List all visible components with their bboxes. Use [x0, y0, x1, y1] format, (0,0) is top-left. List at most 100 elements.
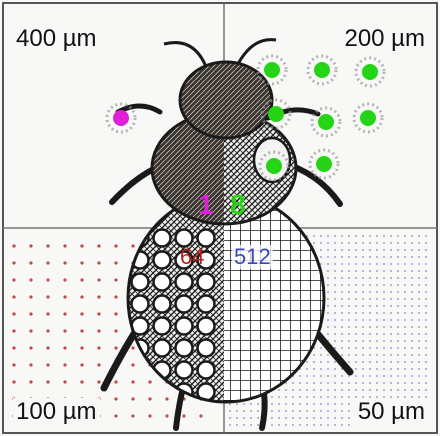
blue-dot: [334, 340, 336, 342]
blue-dot: [292, 410, 294, 412]
blue-dot: [334, 389, 336, 391]
blue-dot: [376, 340, 378, 342]
blue-dot: [327, 298, 329, 300]
red-dot: [165, 414, 168, 417]
blue-dot: [299, 417, 301, 419]
blue-dot: [327, 263, 329, 265]
red-dot: [114, 261, 117, 264]
red-dot: [97, 261, 100, 264]
blue-dot: [418, 242, 420, 244]
blue-dot: [418, 305, 420, 307]
blue-dot: [348, 312, 350, 314]
blue-dot: [411, 263, 413, 265]
blue-dot: [369, 382, 371, 384]
blue-dot: [341, 298, 343, 300]
magenta-count-label: 1: [198, 193, 214, 217]
abdomen-spot: [176, 340, 193, 357]
blue-dot: [383, 256, 385, 258]
blue-dot: [362, 319, 364, 321]
blue-dot: [397, 361, 399, 363]
blue-dot: [390, 298, 392, 300]
blue-dot: [383, 354, 385, 356]
blue-dot: [376, 291, 378, 293]
blue-dot: [390, 277, 392, 279]
blue-dot: [397, 291, 399, 293]
blue-dot: [404, 284, 406, 286]
blue-dot: [383, 284, 385, 286]
red-dot: [63, 244, 66, 247]
blue-dot: [418, 375, 420, 377]
green-spot: [310, 150, 338, 178]
blue-dot: [236, 417, 238, 419]
blue-dot: [334, 333, 336, 335]
blue-dot: [334, 417, 336, 419]
blue-dot: [369, 277, 371, 279]
blue-dot: [362, 235, 364, 237]
blue-dot: [418, 389, 420, 391]
blue-dot: [327, 382, 329, 384]
blue-dot: [425, 361, 427, 363]
blue-dot: [327, 284, 329, 286]
blue-dot: [362, 270, 364, 272]
blue-dot: [390, 291, 392, 293]
blue-dot: [411, 382, 413, 384]
blue-dot: [334, 305, 336, 307]
blue-dot: [390, 326, 392, 328]
blue-dot: [376, 256, 378, 258]
abdomen-spot: [198, 318, 215, 335]
blue-dot: [390, 368, 392, 370]
blue-dot: [341, 284, 343, 286]
blue-dot: [362, 361, 364, 363]
blue-dot: [404, 235, 406, 237]
blue-dot: [383, 375, 385, 377]
blue-dot: [334, 375, 336, 377]
red-dot: [97, 363, 100, 366]
red-dot: [63, 363, 66, 366]
blue-dot: [313, 417, 315, 419]
blue-dot: [355, 312, 357, 314]
blue-dot: [418, 333, 420, 335]
blue-dot: [383, 235, 385, 237]
blue-dot: [355, 305, 357, 307]
blue-dot: [285, 410, 287, 412]
blue-dot: [369, 326, 371, 328]
blue-dot: [411, 249, 413, 251]
blue-dot: [376, 263, 378, 265]
blue-dot: [390, 375, 392, 377]
blue-dot: [243, 403, 245, 405]
blue-dot: [397, 263, 399, 265]
blue-dot: [390, 270, 392, 272]
blue-dot: [341, 424, 343, 426]
blue-dot: [299, 382, 301, 384]
blue-dot: [369, 347, 371, 349]
blue-count-label: 512: [232, 245, 273, 269]
blue-dot: [383, 277, 385, 279]
blue-dot: [320, 389, 322, 391]
blue-dot: [418, 291, 420, 293]
blue-dot: [369, 270, 371, 272]
blue-dot: [362, 298, 364, 300]
red-dot: [12, 261, 15, 264]
blue-dot: [411, 368, 413, 370]
blue-dot: [299, 410, 301, 412]
blue-dot: [348, 277, 350, 279]
blue-dot: [383, 368, 385, 370]
red-dot: [63, 380, 66, 383]
red-dot: [80, 363, 83, 366]
blue-dot: [369, 312, 371, 314]
blue-dot: [348, 340, 350, 342]
red-dot: [114, 278, 117, 281]
blue-dot: [327, 403, 329, 405]
blue-dot: [362, 242, 364, 244]
blue-dot: [341, 270, 343, 272]
blue-dot: [313, 396, 315, 398]
blue-dot: [369, 361, 371, 363]
blue-dot: [404, 347, 406, 349]
blue-dot: [411, 375, 413, 377]
blue-dot: [355, 354, 357, 356]
blue-dot: [383, 291, 385, 293]
blue-dot: [425, 375, 427, 377]
blue-dot: [341, 403, 343, 405]
blue-dot: [425, 340, 427, 342]
blue-dot: [348, 305, 350, 307]
